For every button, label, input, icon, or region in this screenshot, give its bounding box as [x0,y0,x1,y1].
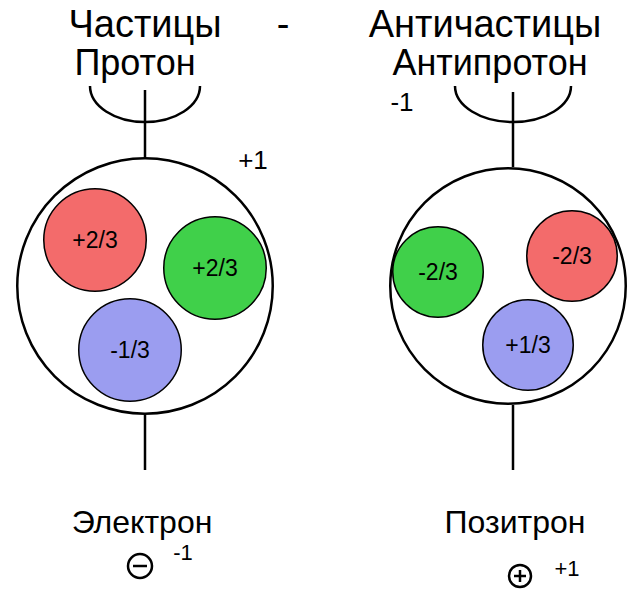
circle-fill [164,217,267,320]
stem-line [144,90,147,157]
electron-symbol [128,554,152,578]
quark-circle: +1/3 [482,299,574,391]
minus-sign [133,565,147,568]
group-title: Частицы [68,5,221,43]
quark-charge: +1/3 [505,334,550,357]
charge-label: -1 [173,542,193,564]
particle-name: Протон [74,45,195,81]
positron-symbol [509,565,531,587]
charge-label: +1 [238,147,268,173]
circle-fill [483,300,574,391]
quark-charge: +2/3 [192,257,237,280]
circle-fill [527,211,618,302]
quark-charge: +2/3 [72,229,117,252]
particle-name: Позитрон [445,506,586,538]
charge-label: -1 [390,89,413,115]
group-title: Античастицы [369,5,602,43]
stem-line [512,92,515,167]
circle-fill [17,158,273,414]
proton-circle: Протон+1+2/3+2/3-1/3 [16,157,274,415]
quark-circle: -1/3 [78,298,182,402]
charge-label: +1 [554,558,579,580]
quark-circle: -2/3 [526,210,618,302]
quark-charge: -2/3 [418,261,458,284]
circle-fill [390,168,626,404]
quark-charge: -1/3 [110,339,150,362]
particle-name: Электрон [72,506,213,538]
plus-sign [519,570,522,582]
particle-name: Антипротон [392,45,587,81]
circle-fill [44,189,147,292]
circle-fill [393,227,484,318]
antiproton-circle: Антипротон-1-2/3-2/3+1/3 [389,167,627,405]
quark-charge: -2/3 [552,245,592,268]
stem-line [512,405,515,470]
circle-fill [79,299,182,402]
separator-dash: - [277,5,290,43]
quark-circle: +2/3 [43,188,147,292]
quark-circle: -2/3 [392,226,484,318]
stem-line [144,415,147,470]
quark-circle: +2/3 [163,216,267,320]
